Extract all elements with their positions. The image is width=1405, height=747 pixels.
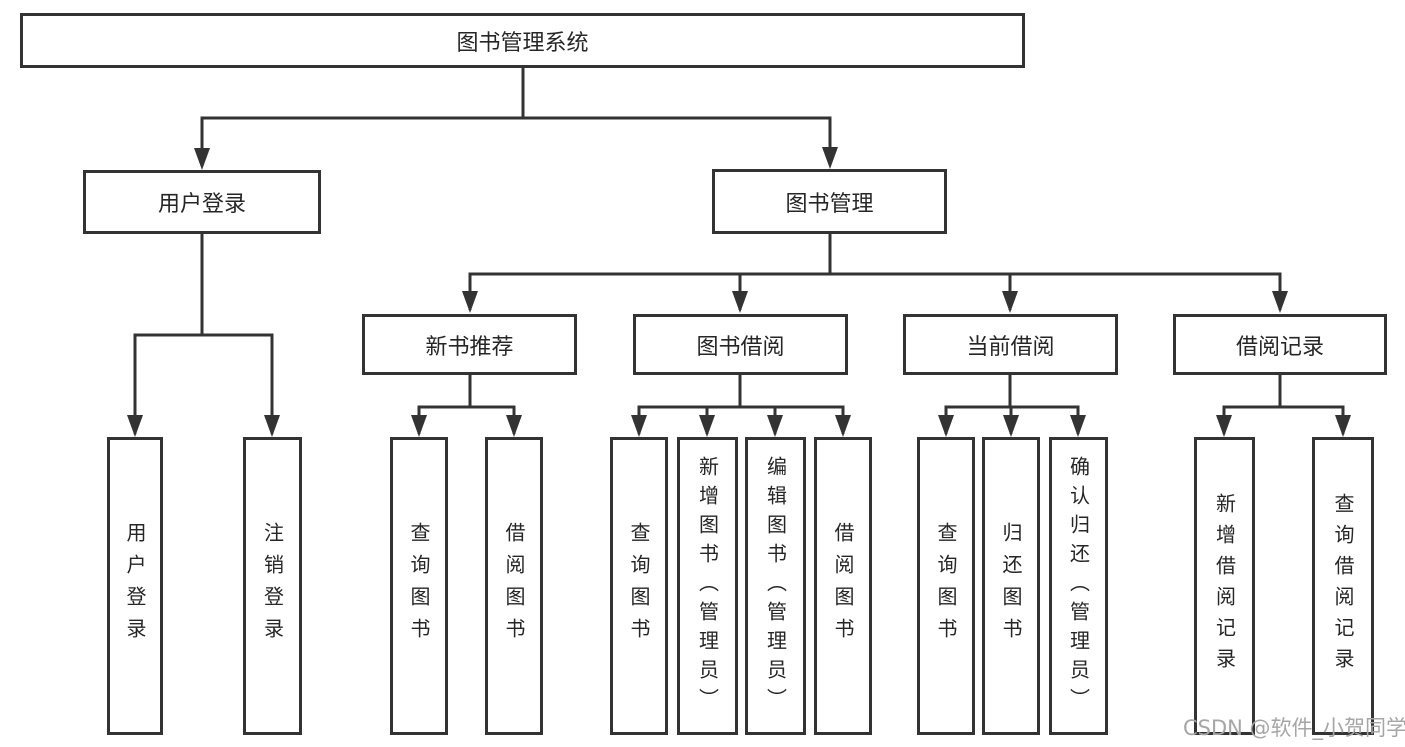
leaf-query-borrow-record: 查询借阅记录 xyxy=(1312,437,1374,735)
node-book-borrow: 图书借阅 xyxy=(633,314,848,375)
leaf-label: 新增借阅记录 xyxy=(1212,493,1237,679)
leaf-borrow-books-recommend: 借阅图书 xyxy=(485,437,543,735)
node-label: 用户登录 xyxy=(157,192,246,217)
leaf-borrow-books: 借阅图书 xyxy=(814,437,872,735)
leaf-label: 编辑图书（管理员） xyxy=(763,455,788,717)
leaf-query-books-current: 查询图书 xyxy=(917,437,975,735)
leaf-label: 借阅图书 xyxy=(831,522,855,650)
leaf-label: 新增图书（管理员） xyxy=(695,455,720,717)
leaf-edit-book-admin: 编辑图书（管理员） xyxy=(745,437,806,735)
leaf-query-books-recommend: 查询图书 xyxy=(390,437,448,735)
leaf-label: 查询借阅记录 xyxy=(1331,493,1355,679)
node-user-login: 用户登录 xyxy=(83,170,321,234)
leaf-label: 确认归还（管理员） xyxy=(1066,455,1091,717)
node-label: 当前借阅 xyxy=(966,334,1055,360)
node-label: 借阅记录 xyxy=(1235,334,1324,360)
leaf-return-books: 归还图书 xyxy=(982,437,1040,735)
leaf-label: 查询图书 xyxy=(407,522,431,650)
node-new-book-recommend: 新书推荐 xyxy=(362,314,577,375)
leaf-logout-login: 注销登录 xyxy=(243,437,302,735)
leaf-label: 查询图书 xyxy=(934,522,958,650)
leaf-confirm-return-admin: 确认归还（管理员） xyxy=(1049,437,1108,735)
leaf-label: 查询图书 xyxy=(627,522,651,650)
leaf-add-borrow-record: 新增借阅记录 xyxy=(1194,437,1255,735)
node-label: 图书管理 xyxy=(785,191,874,217)
leaf-label: 借阅图书 xyxy=(502,522,526,650)
node-current-borrow: 当前借阅 xyxy=(903,314,1118,375)
node-label: 新书推荐 xyxy=(425,334,514,360)
leaf-user-login: 用户登录 xyxy=(107,437,163,735)
csdn-watermark: CSDN @软件_小贺同学 xyxy=(1183,716,1405,740)
node-label: 图书管理系统 xyxy=(456,30,589,56)
leaf-add-book-admin: 新增图书（管理员） xyxy=(677,437,738,735)
node-label: 图书借阅 xyxy=(696,334,785,360)
leaf-label: 用户登录 xyxy=(123,522,147,650)
node-borrow-records: 借阅记录 xyxy=(1173,314,1387,375)
leaf-label: 归还图书 xyxy=(999,522,1023,650)
leaf-label: 注销登录 xyxy=(260,522,285,650)
leaf-query-books-borrow: 查询图书 xyxy=(610,437,668,735)
node-library-management-system: 图书管理系统 xyxy=(20,13,1025,68)
node-book-management: 图书管理 xyxy=(712,169,947,234)
